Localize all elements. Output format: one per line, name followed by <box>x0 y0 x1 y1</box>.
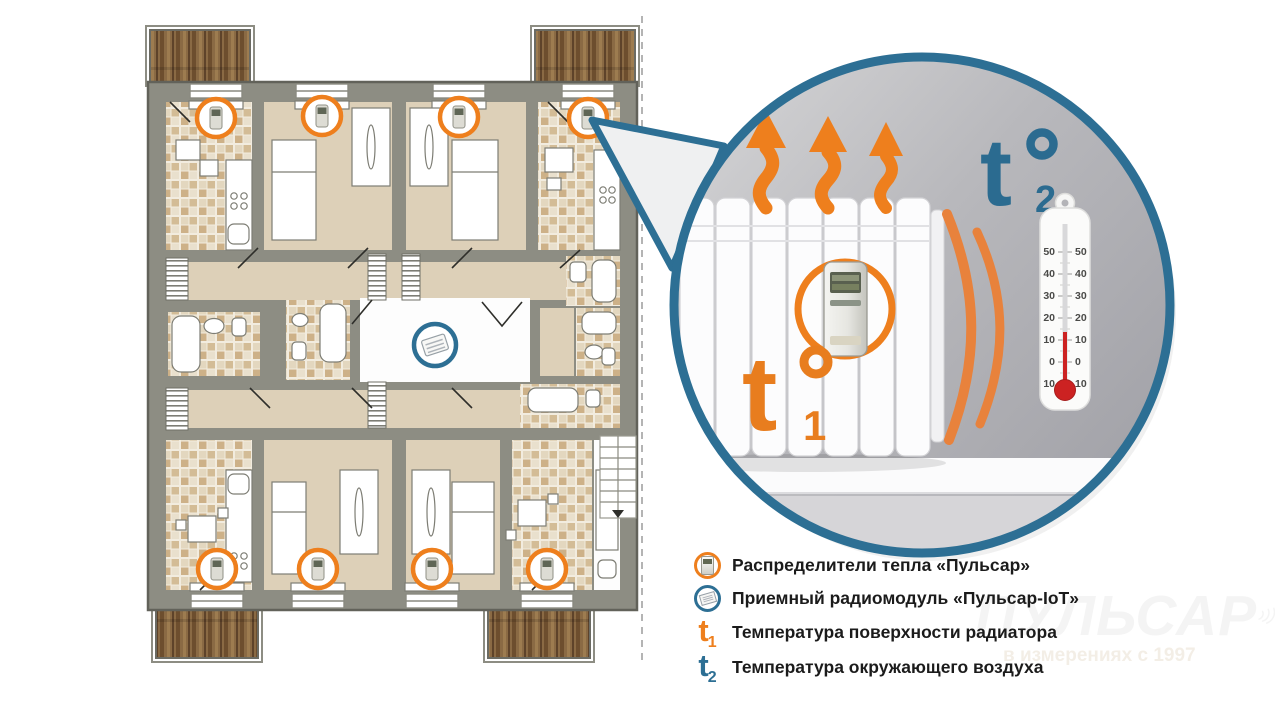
thermo-scale-left: 0 <box>1049 356 1055 368</box>
heat-distributor-marker <box>525 547 569 591</box>
legend-item-distributor: Распределители тепла «Пульсар» <box>694 549 1079 582</box>
thermometer: 50 40 30 20 10 0 10 50 40 30 20 10 0 10 <box>1039 192 1091 411</box>
callout-illustration: t 1 t 2 <box>674 57 1170 553</box>
legend: Распределители тепла «Пульсар» Приемный … <box>694 549 1079 685</box>
heat-arrow <box>746 110 786 215</box>
heat-arrow <box>809 116 847 215</box>
balcony-top-left <box>149 29 251 83</box>
heat-distributor-marker <box>296 547 340 591</box>
heat-arrow <box>869 122 903 214</box>
legend-item-t2: t2 Температура окружающего воздуха <box>694 647 1079 686</box>
legend-item-t1: t1 Температура поверхности радиатора <box>694 612 1079 651</box>
t2-base: t <box>980 119 1012 226</box>
staircase <box>599 435 637 519</box>
thermo-scale-right: 30 <box>1075 290 1087 302</box>
thermo-scale-left: 10 <box>1043 378 1055 390</box>
module-device-glyph <box>698 591 717 606</box>
distributor-on-radiator <box>794 258 896 360</box>
radio-module-marker <box>411 321 459 369</box>
legend-item-radio-module: Приемный радиомодуль «Пульсар-IoT» <box>694 582 1079 615</box>
windows-bottom <box>190 593 574 609</box>
legend-label: Приемный радиомодуль «Пульсар-IoT» <box>732 588 1079 608</box>
t1-glyph: t1 <box>698 612 717 651</box>
heat-radiation-arcs <box>942 209 1005 445</box>
thermo-scale-right: 40 <box>1075 268 1087 280</box>
windows-top <box>189 83 615 99</box>
heat-distributor-marker <box>300 94 344 138</box>
distributor-device-glyph <box>701 556 714 575</box>
floor-plan <box>145 16 643 663</box>
t1-label: t 1 <box>742 335 833 453</box>
corridor-top <box>166 262 620 300</box>
balcony-bottom-left <box>155 605 259 659</box>
vent-shafts <box>165 253 421 431</box>
balcony-top-right <box>534 29 636 83</box>
callout-circle-border <box>669 52 1175 558</box>
thermo-scale-right: 50 <box>1075 246 1087 258</box>
legend-label: Температура поверхности радиатора <box>732 622 1057 642</box>
thermo-scale-left: 10 <box>1043 334 1055 346</box>
heat-distributor-icon <box>694 552 721 579</box>
heat-distributor-marker <box>194 96 238 140</box>
thermo-scale-left: 50 <box>1043 246 1055 258</box>
t1-base: t <box>742 335 777 453</box>
legend-label: Распределители тепла «Пульсар» <box>732 555 1031 575</box>
heat-arrows <box>746 110 903 215</box>
t1-degree-icon <box>799 345 833 379</box>
furniture <box>171 107 621 583</box>
t1-sub: 1 <box>803 402 826 449</box>
thermo-scale-left: 40 <box>1043 268 1055 280</box>
heat-distributor-marker <box>410 547 454 591</box>
t2-glyph: t2 <box>698 647 717 686</box>
balcony-bottom-right <box>487 605 591 659</box>
t2-degree-icon <box>1026 128 1058 160</box>
mercury-bulb <box>1054 379 1076 401</box>
thermo-scale-left: 20 <box>1043 312 1055 324</box>
plan-device-markers <box>194 94 610 591</box>
thermo-scale-left: 30 <box>1043 290 1055 302</box>
legend-label: Температура окружающего воздуха <box>732 657 1044 677</box>
heat-distributor-marker <box>437 95 481 139</box>
hall-mid-right <box>540 308 574 376</box>
thermo-scale-right: 0 <box>1075 356 1081 368</box>
thermo-scale-right: 10 <box>1075 334 1087 346</box>
thermo-scale-right: 20 <box>1075 312 1087 324</box>
thermo-scale-right: 10 <box>1075 378 1087 390</box>
radio-module-icon <box>694 585 721 612</box>
heat-distributor-marker <box>195 547 239 591</box>
